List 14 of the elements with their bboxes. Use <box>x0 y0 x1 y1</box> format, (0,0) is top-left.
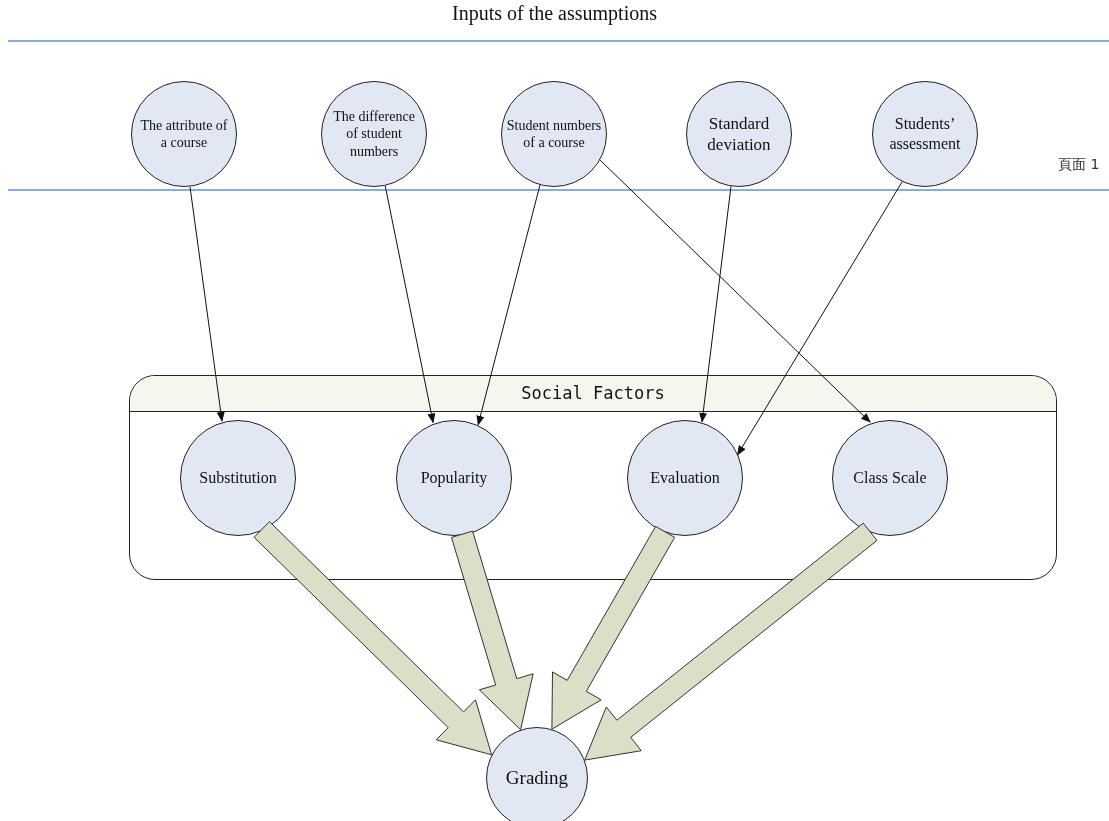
group-heading: Social Factors <box>521 381 665 405</box>
block-arrow <box>253 521 493 756</box>
arrow <box>737 181 903 456</box>
arrow <box>384 185 436 424</box>
title: Inputs of the assumptions <box>452 3 657 23</box>
block-arrow <box>551 525 676 730</box>
arrow <box>476 184 541 426</box>
block-arrow <box>451 530 534 731</box>
group-container <box>129 375 1057 580</box>
page-label: 頁面 1 <box>1058 155 1100 174</box>
arrow <box>599 159 871 423</box>
arrow <box>699 185 732 423</box>
block-arrow <box>584 522 878 761</box>
arrow <box>189 186 225 422</box>
